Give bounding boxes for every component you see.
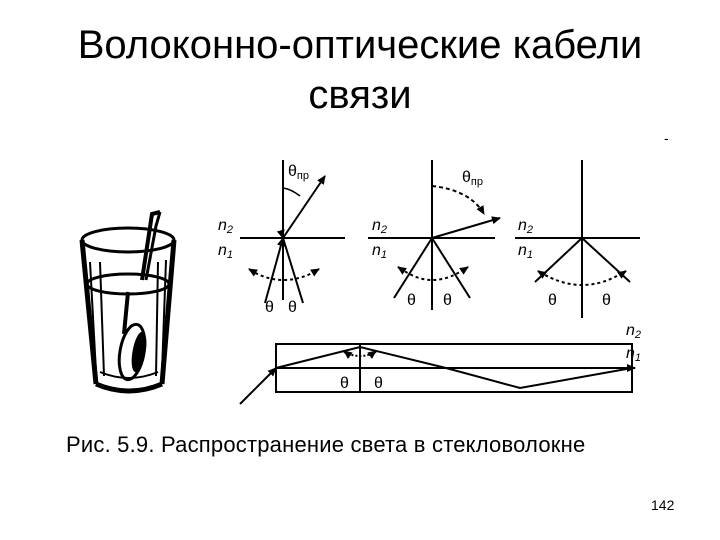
glass-with-spoon-illustration — [79, 210, 177, 394]
label-n2-fiber: n2 — [626, 322, 641, 341]
slide-title-line-2: связи — [308, 73, 412, 117]
page-number: 142 — [651, 497, 675, 513]
label-theta-pr-panel-1: θпр — [288, 163, 309, 182]
label-theta-left-fiber: θ — [340, 375, 349, 392]
label-theta-left-panel-1: θ — [265, 299, 274, 316]
label-n1-panel-3: n1 — [518, 242, 533, 261]
label-n2-panel-2: n2 — [372, 217, 387, 236]
label-theta-right-panel-3: θ — [602, 292, 611, 309]
stray-mark: - — [664, 130, 669, 146]
label-theta-left-panel-3: θ — [548, 292, 557, 309]
refraction-panel-2 — [368, 160, 501, 310]
label-theta-right-panel-1: θ — [288, 299, 297, 316]
label-n1-panel-2: n1 — [372, 242, 387, 261]
label-theta-pr-panel-2: θпр — [462, 169, 483, 188]
figure-labels: n2 n1 θпр θ θ n2 n1 θпр θ θ n2 n1 θ θ n2… — [218, 163, 641, 392]
slide-title-line-1: Волоконно-оптические кабели — [77, 23, 643, 67]
slide-title: Волоконно-оптические кабели связи — [0, 20, 720, 120]
label-theta-right-panel-2: θ — [443, 292, 452, 309]
label-n1-panel-1: n1 — [218, 242, 233, 261]
label-theta-left-panel-2: θ — [407, 292, 416, 309]
refraction-panel-3 — [515, 160, 640, 318]
label-theta-right-fiber: θ — [374, 375, 383, 392]
label-n2-panel-1: n2 — [218, 217, 233, 236]
figure-caption: Рис. 5.9. Распространение света в стекло… — [66, 432, 586, 457]
fiber-waveguide-diagram — [239, 343, 636, 405]
label-n1-fiber: n1 — [626, 345, 641, 364]
label-n2-panel-3: n2 — [518, 217, 533, 236]
refraction-panel-1 — [240, 160, 345, 304]
